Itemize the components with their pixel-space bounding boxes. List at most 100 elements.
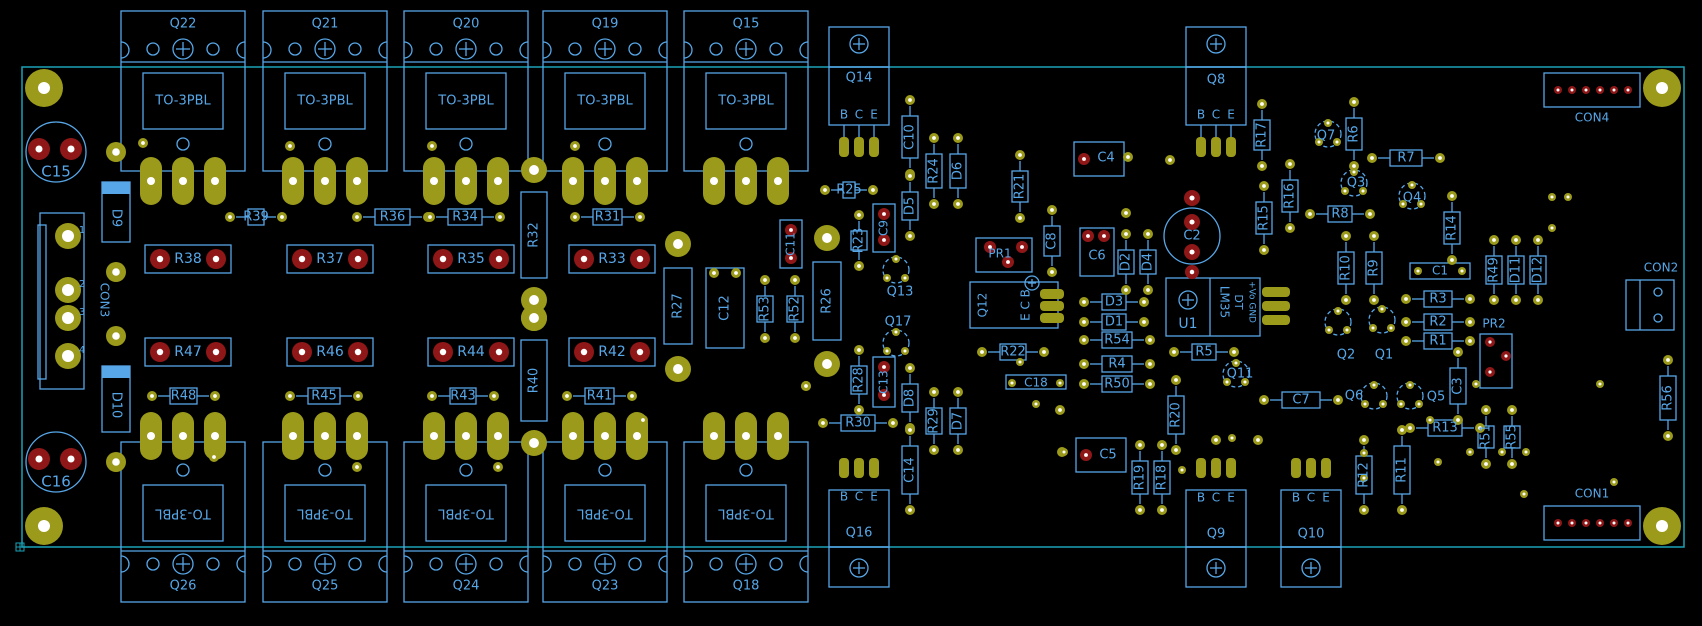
pad-hole (573, 144, 577, 148)
label-Q22: Q22 (170, 17, 197, 32)
pad-hole (1010, 381, 1014, 385)
pad-hole (1058, 408, 1062, 412)
resistor-r11 (1393, 445, 1411, 495)
label-q13: Q13 (887, 285, 914, 300)
pad-hole (1417, 402, 1421, 406)
notch (683, 41, 693, 59)
pad-hole (1522, 492, 1526, 496)
to3pbl-body (425, 72, 507, 130)
label-r20: R20 (1169, 402, 1184, 428)
pad-hole (1142, 320, 1146, 324)
pad-hole (67, 455, 75, 463)
label-vo: +Vo GND (1247, 281, 1257, 323)
resistor-d2 (1117, 249, 1135, 275)
label-d2: D2 (1119, 253, 1134, 271)
pad-hole (1504, 354, 1508, 358)
pad-hole (430, 394, 434, 398)
resistor-r34 (447, 208, 483, 226)
pad-hole (1160, 508, 1164, 512)
pad-hole (428, 215, 432, 219)
pad-hole (1343, 189, 1347, 193)
label-d4: D4 (1141, 253, 1156, 271)
pad-hole (112, 268, 120, 276)
label-R42: R42 (598, 344, 626, 360)
resistor-r45 (307, 387, 341, 405)
label-r45: R45 (311, 389, 337, 404)
label-Q23: Q23 (592, 579, 619, 594)
to3pbl-body (705, 72, 787, 130)
pad-hole (1262, 248, 1266, 252)
resistor-r40 (520, 339, 548, 422)
label-q9: Q9 (1207, 527, 1226, 542)
small-hole (206, 42, 220, 56)
pad-hole (932, 448, 936, 452)
label-d10: D10 (109, 392, 124, 419)
label-Q25: Q25 (312, 579, 339, 594)
pad-hole (908, 174, 912, 178)
pad-hole (1370, 156, 1374, 160)
pad-hole (355, 215, 359, 219)
label-r43: R43 (450, 389, 476, 404)
labels-layer: C15C16D9D101234CON3TO-3PBLQ22TO-3PBLQ26T… (41, 17, 1678, 594)
small-hole (288, 42, 302, 56)
label-r49: R49 (1487, 257, 1502, 283)
pad-hole (1142, 300, 1146, 304)
pad-hole (1225, 380, 1229, 384)
to3pbl-body (705, 484, 787, 542)
resistor-c7 (1281, 391, 1321, 409)
notch (542, 555, 552, 573)
pad-hole (356, 394, 360, 398)
pad-hole (1336, 309, 1340, 313)
pad-hole (882, 212, 886, 216)
pad-hole (1362, 508, 1366, 512)
pad-hole (228, 215, 232, 219)
label-r22: R22 (1000, 345, 1026, 360)
resistor-r28 (850, 365, 868, 395)
pad-hole (789, 228, 793, 232)
label-R46: R46 (316, 344, 344, 360)
label-r24: R24 (927, 158, 942, 184)
pad-hole (1174, 378, 1178, 382)
pad-hole (1344, 234, 1348, 238)
small-hole (568, 557, 582, 571)
pad-hole (439, 348, 447, 356)
pad-hole (1570, 521, 1574, 525)
pad-hole (289, 432, 297, 440)
label-r15: R15 (1257, 205, 1272, 231)
label-r2: R2 (1429, 315, 1446, 330)
resistor-d4 (1139, 249, 1157, 275)
pad-hole (496, 465, 500, 469)
mount-hole (455, 553, 477, 575)
resistor-r6 (1345, 117, 1363, 151)
pad-hole (1174, 448, 1178, 452)
pad-hole (353, 432, 361, 440)
pin: E (1227, 108, 1235, 122)
label-q16: Q16 (846, 526, 873, 541)
label-c11: C11 (784, 232, 798, 256)
pad-hole (1160, 443, 1164, 447)
pad-hole (1450, 258, 1454, 262)
pad-hole (1612, 480, 1616, 484)
label-c2: C2 (1183, 229, 1200, 244)
label-c10: C10 (903, 124, 918, 150)
pad-hole (580, 255, 588, 263)
pad-hole (321, 432, 329, 440)
pad-hole (793, 278, 797, 282)
label-d6: D6 (951, 162, 966, 180)
capacitor-c18 (1005, 374, 1067, 390)
pad-hole (1336, 398, 1340, 402)
pad-hole (147, 432, 155, 440)
pad-hole (529, 295, 539, 305)
pad-hole (1514, 298, 1518, 302)
mount-hole (455, 38, 477, 60)
footprint-label: TO-3PBL (154, 506, 211, 521)
footprint-label: TO-3PBL (437, 94, 494, 109)
pad-hole (494, 177, 502, 185)
resistor-d5 (901, 191, 919, 221)
power-resistor-R33 (568, 244, 656, 274)
transistor-body-q4 (1398, 182, 1426, 210)
pad-hole (903, 276, 907, 280)
resistor-r22 (999, 343, 1027, 361)
label-r1: R1 (1429, 334, 1446, 349)
pad-hole (1148, 362, 1152, 366)
